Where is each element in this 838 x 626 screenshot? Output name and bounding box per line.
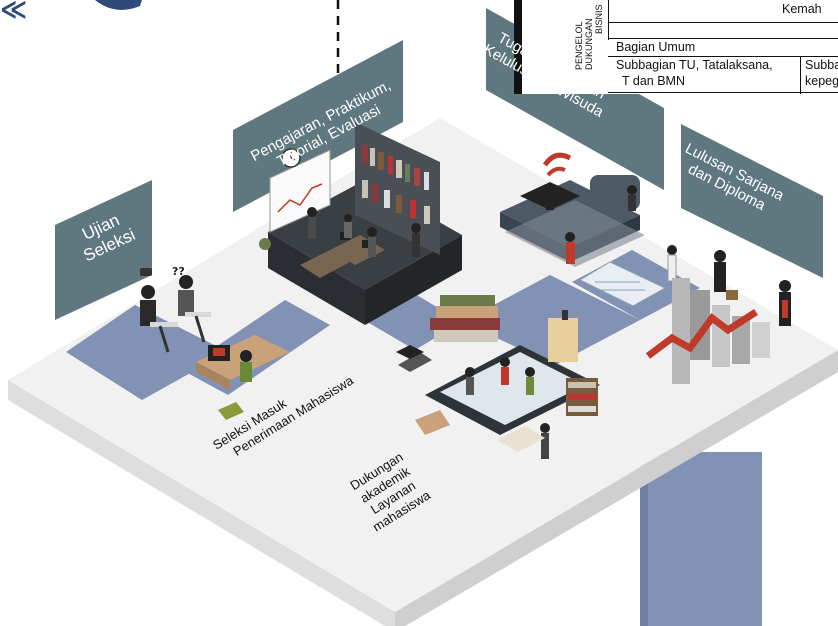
table-side-label-3: BISNIS <box>594 4 604 34</box>
org-table-fragment: PENGELOL DUKUNGAN BISNIS Kemah Bagian Um… <box>514 0 838 94</box>
table-divider-2 <box>800 56 801 94</box>
whiteboard-chart <box>277 183 323 213</box>
table-rule-4 <box>608 92 838 93</box>
path-segment-1 <box>66 305 228 400</box>
svg-text:??: ?? <box>172 265 185 278</box>
plant-icon <box>259 238 271 250</box>
table-cell-right-2: kepega <box>805 74 838 88</box>
table-rule-3 <box>608 56 838 57</box>
study-support-scene <box>396 295 600 459</box>
platform-right-side <box>395 350 838 626</box>
table-rule-2 <box>608 38 838 39</box>
platform-left-side <box>8 380 395 626</box>
exam-students: ?? <box>140 265 211 353</box>
table-cell-left-1: Subbagian TU, Tatalaksana, <box>616 58 773 72</box>
classroom-students <box>307 207 421 257</box>
support-column <box>648 452 762 626</box>
bookshelf-books <box>362 145 430 224</box>
table-rule-1 <box>608 22 838 23</box>
support-column-side <box>640 445 648 626</box>
banner-lulusan <box>681 124 823 278</box>
graduation-scene <box>500 152 677 307</box>
logo-swoosh-icon <box>95 0 142 10</box>
admission-desk <box>196 335 290 420</box>
table-side-label-1: PENGELOL <box>574 21 584 70</box>
table-side-label-2: DUKUNGAN <box>584 18 594 70</box>
classroom-floor-side-right <box>365 235 462 325</box>
classroom-floor-side <box>268 232 365 325</box>
table-cell-left-2: T dan BMN <box>622 74 685 88</box>
growth-chart-scene <box>645 250 791 384</box>
table-top-right-text: Kemah <box>782 2 822 16</box>
table-section-header: Bagian Umum <box>616 40 696 54</box>
banner-pengajaran <box>233 40 403 212</box>
logo-mark-icon: ≪ <box>0 0 27 25</box>
banner-ujian-seleksi <box>55 180 152 320</box>
bookshelf <box>355 122 440 255</box>
table-cell-right-1: Subbag <box>805 58 838 72</box>
table-divider <box>608 0 609 40</box>
